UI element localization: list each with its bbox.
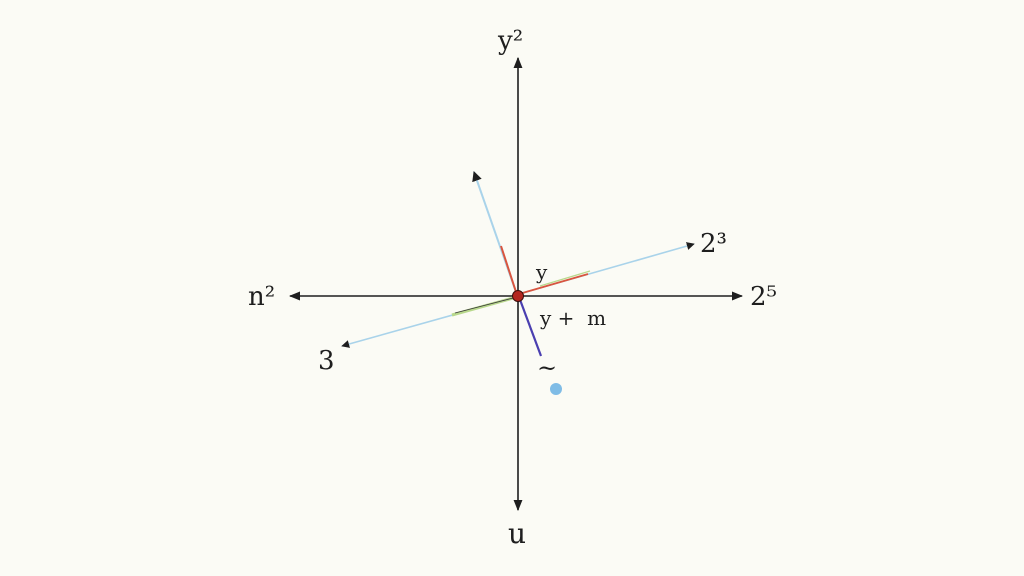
upper-right-vector-red-segment (518, 273, 589, 295)
label-near-origin-lower: y + m (539, 306, 606, 330)
lower-left-vector-dark-segment (454, 296, 518, 314)
label-near-origin-upper: y (535, 260, 548, 284)
label-lower-left-arrow: 3 (318, 346, 335, 376)
blue-dot (550, 383, 562, 395)
label-squiggle: ~ (537, 354, 557, 382)
label-left: n² (248, 282, 275, 312)
upper-left-vector-red-segment (500, 245, 518, 296)
upper-right-vector-green-segment (539, 270, 591, 287)
label-bottom: u (508, 517, 526, 550)
purple-vector (517, 296, 543, 357)
origin-point (512, 290, 524, 302)
label-right: 2⁵ (750, 282, 777, 312)
label-top: y² (497, 26, 523, 56)
label-upper-right-arrow: 2³ (700, 229, 727, 259)
